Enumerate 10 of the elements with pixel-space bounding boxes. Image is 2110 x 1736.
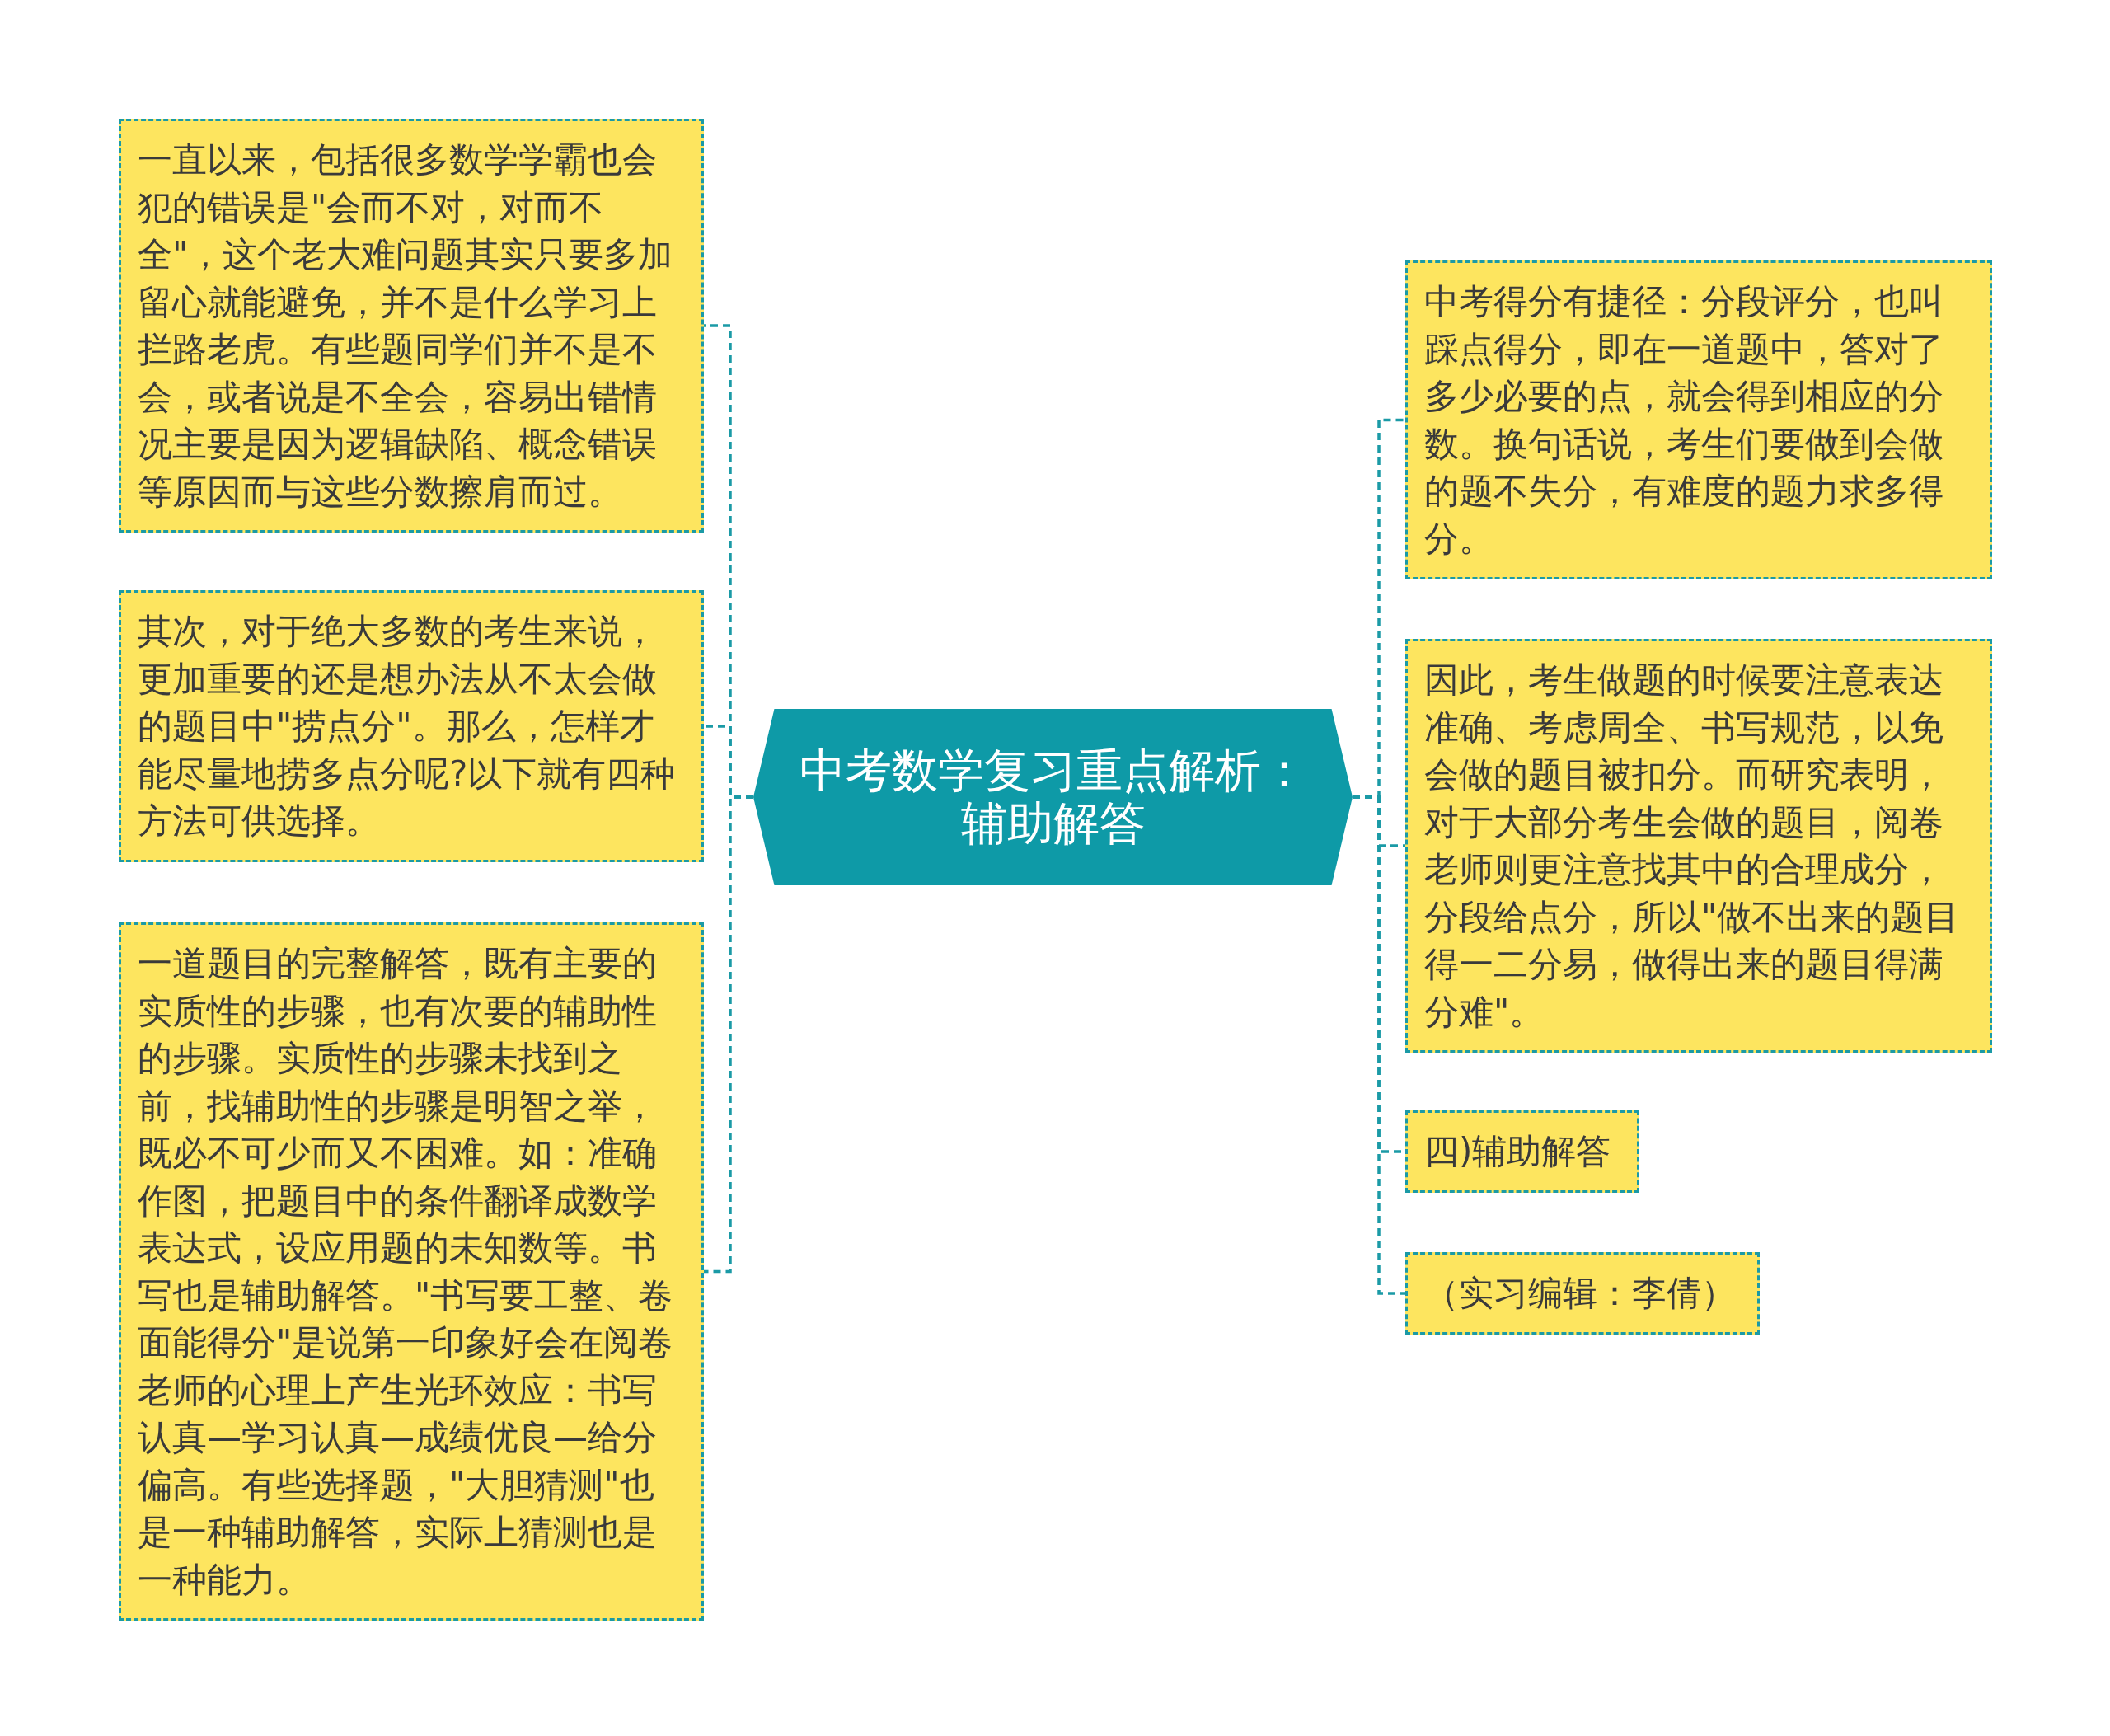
note-box: 中考得分有捷径：分段评分，也叫踩点得分，即在一道题中，答对了多少必要的点，就会得到相应的分数。换句话说，考生们要做到会做的题不失分，有难度的题力求多得分。 [1405,260,1992,579]
topic-title: 中考数学复习重点解析：辅助解答 [798,744,1308,850]
note-box: （实习编辑：李倩） [1405,1252,1760,1335]
topic-hexagon [753,709,1353,885]
connector-line [704,795,753,1274]
note-box: 一道题目的完整解答，既有主要的实质性的步骤，也有次要的辅助性的步骤。实质性的步骤未找到之前，找辅助性的步骤是明智之举，既必不可少而又不困难。如：准确作图，把题目中的条件翻译成数学表达式，设应用题的未知数等。书写也是辅助解答。"书写要工整、卷面能得分"是说第一印象好会在阅卷老师的心理上产生光环效应：书写认真—学习认真—成绩优良—给分偏高。有些选择题，"大胆猜测"也是一种辅助解答，实际上猜测也是一种能力。 [119,922,704,1621]
note-box: 一直以来，包括很多数学学霸也会犯的错误是"会而不对，对而不全"，这个老大难问题其实只要多加留心就能避免，并不是什么学习上拦路老虎。有些题同学们并不是不会，或者说是不全会，容易出错情况主要是因为逻辑缺陷、概念错误等原因而与这些分数擦肩而过。 [119,119,704,533]
note-box: 因此，考生做题的时候要注意表达准确、考虑周全、书写规范，以免会做的题目被扣分。而研究表明，对于大部分考生会做的题目，阅卷老师则更注意找其中的合理成分，分段给点分，所以"做不出来的题目得一二分易，做得出来的题目得满分难"。 [1405,639,1992,1053]
note-box: 其次，对于绝大多数的考生来说，更加重要的还是想办法从不太会做的题目中"捞点分"。那么，怎样才能尽量地捞多点分呢?以下就有四种方法可供选择。 [119,590,704,862]
note-box: 四)辅助解答 [1405,1110,1639,1193]
